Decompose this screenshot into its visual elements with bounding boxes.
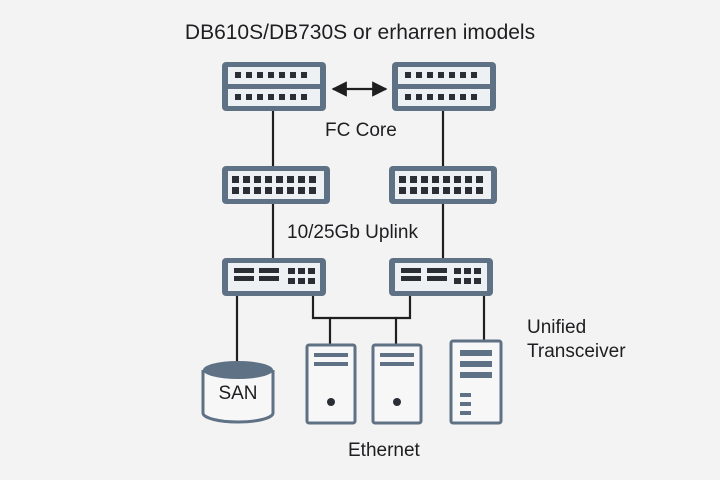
san-storage [201, 361, 275, 424]
unified-transceiver-label: Unified Transceiver [527, 316, 626, 364]
connection-lines [235, 81, 486, 366]
storage-cylinder-icon [201, 361, 275, 424]
server-tower-icon [371, 343, 423, 425]
server-left [305, 343, 357, 425]
unified-transceiver-line-2: Transceiver [527, 341, 626, 362]
link-access-right-to-server [394, 294, 412, 346]
diagram-title: DB610S/DB730S or erharren imodels [184, 21, 536, 44]
server-tower-icon [305, 343, 357, 425]
unified-transceiver-line-1: Unified [527, 317, 587, 338]
fabric-switch-left [222, 166, 330, 204]
fc-core-label: FC Core [325, 120, 397, 141]
server-middle [371, 343, 423, 425]
server-right [449, 339, 503, 425]
server-tower-icon [449, 339, 503, 425]
access-switch-left [222, 258, 326, 296]
san-label: SAN [218, 383, 258, 404]
core-switch-left [222, 62, 326, 111]
link-access-left-to-server [311, 294, 332, 346]
uplink-label: 10/25Gb Uplink [287, 222, 418, 243]
access-switch-right [389, 258, 493, 296]
core-switch-right [392, 62, 496, 111]
ethernet-label: Ethernet [348, 440, 420, 461]
fabric-switch-right [389, 166, 497, 204]
